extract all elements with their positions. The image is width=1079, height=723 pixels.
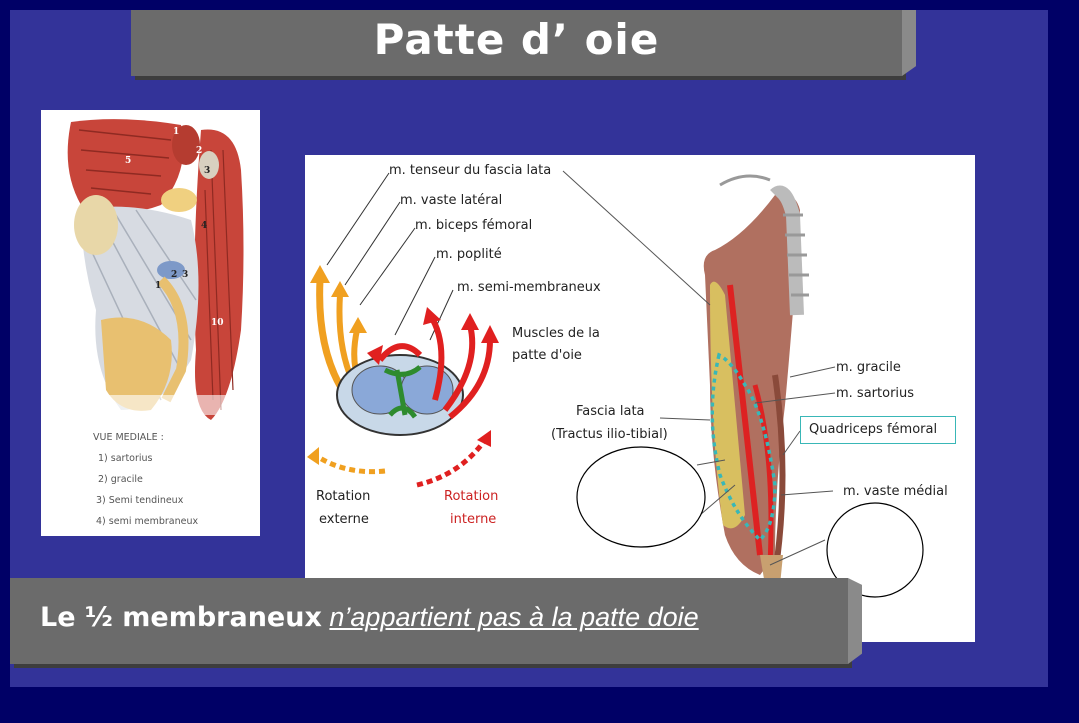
label-gracile: m. gracile: [836, 360, 901, 375]
banner-italic-text: n’appartient pas à la patte doie: [329, 602, 698, 632]
title-bar: Patte d’ oie: [131, 10, 902, 76]
figure-number: 1: [155, 281, 161, 291]
banner-bold-text: Le ½ membraneux: [40, 602, 322, 633]
legend-item: 1) sartorius: [98, 453, 153, 464]
label-vaste-medial: m. vaste médial: [843, 484, 948, 499]
figure-number: 10: [211, 318, 224, 328]
label-muscles-patte-line2: patte d'oie: [512, 348, 582, 363]
slide-title: Patte d’ oie: [131, 10, 902, 76]
knee-medial-illustration: 1 2 3 4 5 10 1 2 3: [41, 110, 260, 536]
label-rotation-externe-line1: Rotation: [316, 489, 370, 504]
slide-bottom-band: [0, 687, 1079, 723]
label-tenseur-fascia-lata: m. tenseur du fascia lata: [389, 163, 551, 178]
figure-number: 3: [204, 166, 210, 176]
label-quadriceps: Quadriceps fémoral: [809, 422, 937, 437]
label-vaste-lateral: m. vaste latéral: [400, 193, 502, 208]
label-sartorius: m. sartorius: [836, 386, 914, 401]
label-rotation-externe-line2: externe: [319, 512, 369, 527]
banner-text: Le ½ membraneux n’appartient pas à la pa…: [40, 602, 699, 633]
label-muscles-patte-line1: Muscles de la: [512, 326, 600, 341]
label-semi-membraneux: m. semi-membraneux: [457, 280, 601, 295]
figure-number: 5: [125, 156, 131, 166]
label-fascia-lata-line2: (Tractus ilio-tibial): [551, 427, 668, 442]
label-fascia-lata-line1: Fascia lata: [576, 404, 645, 419]
figure-number: 2: [196, 146, 202, 156]
slide-right-band: [1048, 10, 1079, 687]
figure-number: 1: [173, 127, 179, 137]
label-quadriceps-box: Quadriceps fémoral: [800, 416, 956, 444]
conclusion-banner: Le ½ membraneux n’appartient pas à la pa…: [10, 578, 848, 664]
label-biceps-femoral: m. biceps fémoral: [415, 218, 532, 233]
label-rotation-interne-line2: interne: [450, 512, 496, 527]
figure-number: 4: [201, 221, 207, 231]
legend-item: 3) Semi tendineux: [96, 495, 183, 506]
left-anatomy-figure: 1 2 3 4 5 10 1 2 3 VUE MEDIALE : 1) sart…: [41, 110, 260, 536]
label-poplite: m. poplité: [436, 247, 502, 262]
legend-heading: VUE MEDIALE :: [93, 432, 164, 443]
legend-item: 4) semi membraneux: [96, 516, 198, 527]
legend-item: 2) gracile: [98, 474, 143, 485]
figure-number: 3: [182, 270, 188, 280]
label-rotation-interne-line1: Rotation: [444, 489, 498, 504]
figure-number: 2: [171, 270, 177, 280]
